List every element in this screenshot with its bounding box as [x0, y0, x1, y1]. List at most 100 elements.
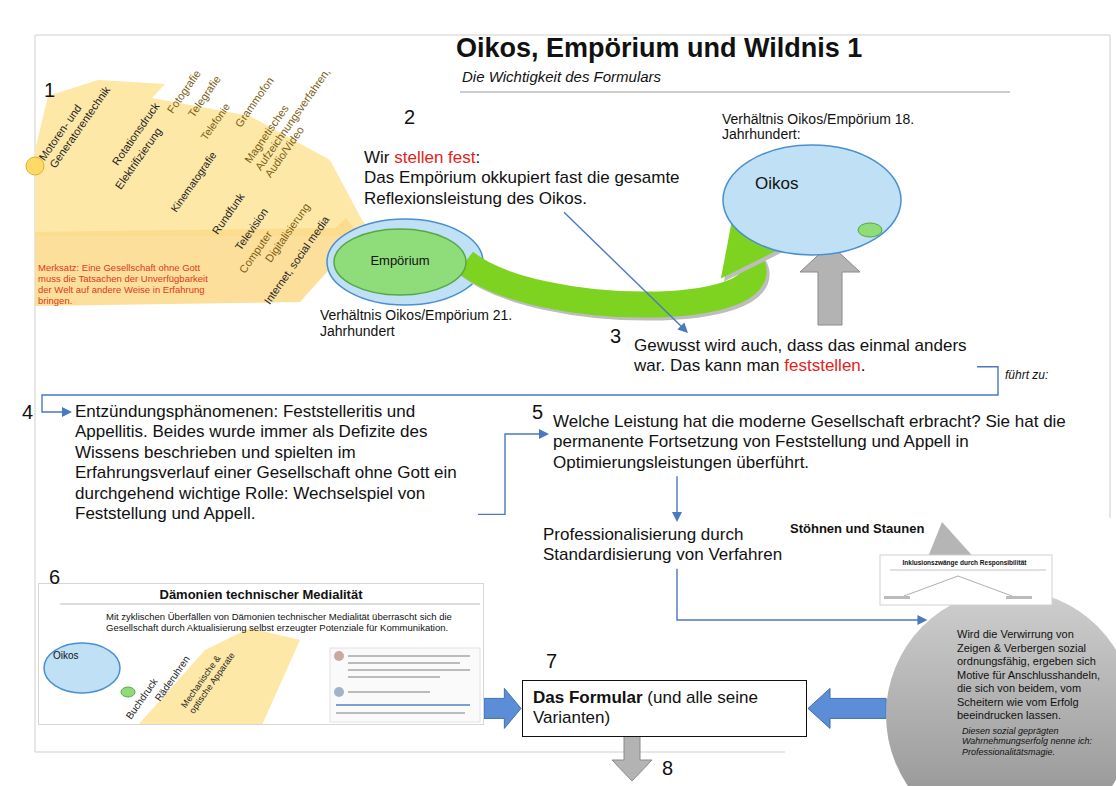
small-empoerium — [121, 687, 135, 697]
tweet-line — [348, 691, 430, 693]
oikos-outer-ellipse — [327, 219, 483, 305]
technology-label: Rundfunk — [210, 191, 247, 237]
note-text: Merksatz: Eine Gesellschaft ohne Gott mu… — [38, 263, 218, 307]
gray-up-arrow — [800, 244, 860, 325]
callout-number: 6 — [49, 566, 60, 589]
connector — [465, 223, 785, 307]
technology-label: Mechanische & optische Apparate — [179, 638, 242, 715]
diagram-title: Oikos, Empörium und Wildnis 1 — [456, 34, 862, 64]
node-text-group: Oikos — [53, 650, 103, 662]
avatar — [334, 687, 344, 697]
subtitle-rule — [460, 92, 1010, 93]
connector — [808, 688, 886, 728]
connector-line — [676, 476, 677, 515]
node-text: Professionalisierung durch Standardisier… — [543, 525, 811, 566]
statement-text: Gewusst wird auch, dass das einmal ander… — [634, 336, 974, 377]
connector — [478, 429, 549, 514]
node-text: Welche Leistung hat die moderne Gesellsc… — [553, 412, 1093, 473]
node-text: Entzündungsphänomenen: Feststelleritis u… — [75, 402, 475, 524]
frame-line — [1110, 35, 1111, 518]
oikos-ellipse: Oikos — [43, 642, 121, 694]
ellipse-shape — [44, 643, 120, 693]
callout-number: 8 — [662, 757, 673, 780]
tweet-frame — [330, 648, 480, 722]
green-arrow-body — [465, 262, 753, 305]
slide-title: Inklusionszwänge durch Responsibilität — [882, 559, 1047, 566]
node-text: . — [861, 356, 866, 375]
tweet-screenshot — [330, 648, 480, 722]
gray-circle: Wird die Verwirrung von Zeigen & Verberg… — [886, 590, 1116, 786]
connector — [484, 688, 521, 728]
statement-text: Entzündungsphänomenen: Feststelleritis u… — [75, 402, 475, 524]
node-text: Oikos — [53, 650, 103, 662]
node-text-group: Welche Leistung hat die moderne Gesellsc… — [553, 412, 1093, 473]
connector — [672, 476, 682, 522]
technology-label: Kinematografie — [168, 149, 218, 214]
caption-text: Verhältnis Oikos/Empörium 18. Jahrhunder… — [722, 112, 947, 142]
node-text: Das Formular — [533, 688, 643, 707]
empoerium-ellipse: Empörium — [333, 228, 467, 296]
callout-number: 3 — [610, 325, 621, 348]
callout-number: 1 — [44, 79, 55, 102]
tweet-line — [336, 704, 470, 706]
connector-line — [478, 434, 542, 514]
node-text-group: Wir stellen fest:Das Empörium okkupiert f… — [364, 148, 686, 209]
node-text-group: Entzündungsphänomenen: Feststelleritis u… — [75, 402, 475, 524]
thumbnail-mark — [884, 596, 910, 599]
avatar — [334, 651, 344, 661]
tweet-line — [336, 712, 465, 714]
node-text-group: Empörium — [333, 253, 467, 269]
tweet-line — [348, 655, 470, 657]
shape-outline — [43, 642, 121, 694]
node-text: Wir — [364, 148, 389, 167]
node-text: Das Empörium okkupiert fast die gesamte … — [364, 168, 686, 209]
callout-number: 7 — [546, 650, 557, 673]
thumbnail-arrow — [904, 576, 958, 596]
ellipse-shape — [886, 590, 1116, 786]
thumbnail-frame — [880, 555, 1052, 605]
node-text-group: Gewusst wird auch, dass das einmal ander… — [634, 336, 974, 377]
statement-text: Wir stellen fest:Das Empörium okkupiert f… — [364, 148, 686, 209]
ellipse-shape — [334, 229, 466, 295]
gray-down-arrow — [612, 735, 652, 781]
subtitle: Die Wichtigkeit des Formulars — [462, 68, 661, 85]
block-arrow — [808, 688, 886, 728]
node-text: stellen fest — [394, 148, 475, 167]
slide-thumbnail: Dämonien technischer MedialitätMit zykli… — [38, 583, 484, 725]
thumbnail-mark — [1006, 596, 1032, 599]
edge-label: führt zu: — [1003, 369, 1050, 383]
thumbnail-rule — [890, 570, 1046, 571]
technology-label: Magnetisches Aufzeichnungsverfahren, Aud… — [242, 48, 350, 180]
node-text: Dämonien technischer Medialität — [39, 584, 483, 603]
node-text: Mit zyklischen Überfällen von Dämonien t… — [106, 611, 481, 634]
thumbnail-arrow — [958, 576, 1012, 596]
node-text: Diesen sozial geprägten Wahrnehmungserfo… — [962, 726, 1102, 758]
slide-rule — [60, 604, 480, 605]
node-text: : — [476, 148, 481, 167]
slide-media-fan — [138, 628, 300, 725]
oikos-ellipse: Oikos — [722, 144, 902, 256]
slide-title: Stöhnen und Staunen — [790, 522, 924, 537]
callout-number: 2 — [404, 106, 415, 129]
tweet-line — [348, 669, 470, 671]
frame-line — [35, 35, 36, 752]
tweet-line — [348, 676, 440, 678]
node-text: Wird die Verwirrung von Zeigen & Verberg… — [957, 628, 1102, 723]
node-text-group: Professionalisierung durch Standardisier… — [543, 525, 811, 566]
node-text-group: Das Formular(und alle seine Varianten) — [533, 688, 796, 729]
callout-number: 4 — [22, 401, 33, 424]
connector-line — [564, 212, 683, 328]
ellipse-shape — [723, 145, 901, 255]
node-text-group: Oikos — [755, 174, 855, 194]
frame-line — [35, 752, 785, 753]
question-text: Welche Leistung hat die moderne Gesellsc… — [553, 412, 1093, 473]
node-text-group: Wird die Verwirrung von Zeigen & Verberg… — [957, 628, 1102, 757]
callout-number: 5 — [532, 401, 543, 424]
block-arrow — [484, 688, 521, 728]
node-text: Empörium — [333, 253, 467, 269]
node-text: feststellen — [784, 356, 861, 375]
node-text: Oikos — [755, 174, 855, 194]
small-ellipse — [858, 223, 882, 237]
node-text-group: Dämonien technischer MedialitätMit zykli… — [39, 584, 483, 633]
